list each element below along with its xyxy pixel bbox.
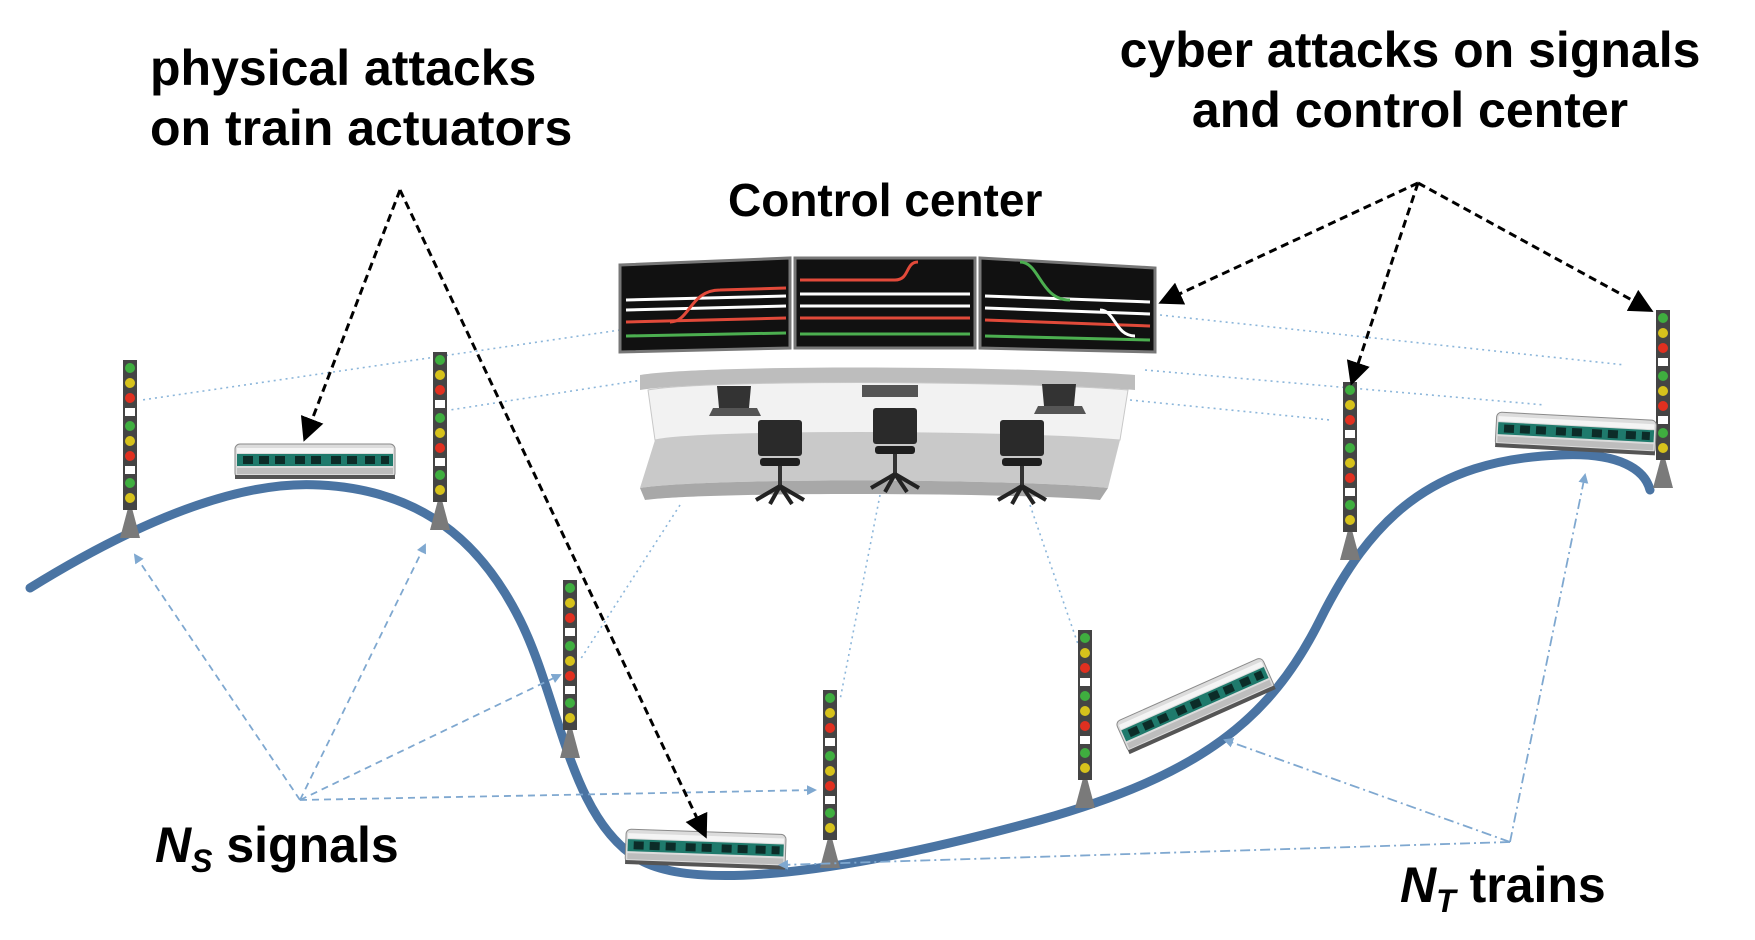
trains-subscript: T [1436,883,1456,919]
train-icon [1494,411,1658,456]
keyboard-icon [862,385,918,397]
link-desk-to-signal-6-lower [1144,369,1546,406]
link-desk-to-signal-3 [579,504,681,661]
trains-variable: N [1400,857,1437,913]
signal-light-icon [120,360,140,538]
train-icon [1114,656,1277,755]
cyber-attack-arrows [1158,181,1654,386]
signal-light-icon [1653,310,1673,488]
link-right-desk-to-signal-6 [1129,399,1331,421]
signals-variable: N [155,817,192,873]
signal-light-icon [430,352,450,530]
physical-attacks-line-2: on train actuators [150,100,573,156]
control-center-icon [618,256,1157,506]
trains-word: trains [1469,857,1606,913]
physical-attacks-line-1: physical attacks [150,40,537,96]
physical-attack-arrows [300,189,708,839]
physical-attacks-label: physical attacks on train actuators [150,38,572,158]
control-center-title: Control center [728,174,1043,226]
signal-pointer-arrows [133,543,817,801]
link-desk-to-signal-4 [839,494,881,701]
link-left-desk-to-signal-2 [449,377,656,411]
link-left-screen-to-signal-1 [141,329,621,401]
railway-track [25,450,1655,880]
cyber-attacks-line-2: and control center [1191,82,1629,138]
train-icon [234,443,396,480]
train-pointer-arrows [778,473,1589,870]
signal-light-icon [820,690,840,868]
signals-word: signals [226,817,399,873]
signals-label: NS signals [155,815,399,891]
signal-light-icon [1340,382,1360,560]
trains-label: NT trains [1400,855,1606,931]
cyber-attacks-line-1: cyber attacks on signals [1119,22,1701,78]
link-desk-to-signal-5 [1029,504,1081,651]
signals-subscript: S [191,843,213,879]
signal-light-icon [1075,630,1095,808]
communication-links [141,314,1626,701]
control-screens [618,256,1157,354]
train-icon [624,828,787,871]
link-right-screen-to-signal-7 [1159,314,1626,366]
cyber-attacks-label: cyber attacks on signals and control cen… [1090,20,1730,140]
